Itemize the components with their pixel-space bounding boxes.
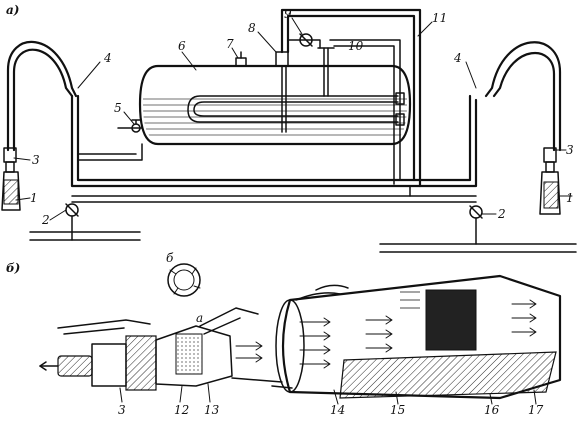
label-3-right: 3 xyxy=(566,143,574,157)
label-14: 14 xyxy=(330,403,345,417)
inlet-fitting xyxy=(39,319,157,391)
burner-tube xyxy=(275,274,562,400)
leader-lines-a xyxy=(13,17,573,221)
label-2-right: 2 xyxy=(497,207,506,221)
label-6: 6 xyxy=(178,39,186,53)
label-15: 15 xyxy=(390,403,405,417)
tank xyxy=(138,64,412,146)
right-valve-2 xyxy=(469,205,483,245)
label-9: 9 xyxy=(284,7,292,21)
nozzle-body: а xyxy=(155,307,263,387)
label-17: 17 xyxy=(528,403,544,417)
label-a-small: а xyxy=(196,311,203,325)
supply-lines xyxy=(70,94,478,203)
label-3-bottom: 3 xyxy=(118,403,126,417)
label-11: 11 xyxy=(432,11,447,25)
panel-a-label: а) xyxy=(6,3,19,17)
label-4-left: 4 xyxy=(103,51,112,65)
support-rods xyxy=(231,377,293,389)
label-5: 5 xyxy=(114,101,122,115)
label-8: 8 xyxy=(248,21,256,35)
right-ground-pipe xyxy=(379,243,577,253)
label-7: 7 xyxy=(226,37,234,51)
panel-a: а) xyxy=(1,3,577,253)
top-manifold xyxy=(280,8,422,188)
panel-b-label: б) xyxy=(6,261,20,275)
right-hose-loop xyxy=(484,41,562,152)
label-16: 16 xyxy=(484,403,500,417)
label-13: 13 xyxy=(204,403,220,417)
left-ground-pipe xyxy=(29,231,141,241)
label-1-right: 1 xyxy=(566,191,574,205)
left-hose-loop xyxy=(6,40,78,152)
left-valve-2 xyxy=(65,203,79,241)
label-2-left: 2 xyxy=(41,213,50,227)
label-3-left: 3 xyxy=(32,153,40,167)
label-4-right: 4 xyxy=(453,51,462,65)
label-12: 12 xyxy=(174,403,189,417)
drain-valve xyxy=(117,119,143,133)
label-10: 10 xyxy=(348,39,364,53)
right-nozzle xyxy=(539,147,561,215)
label-b-small: б xyxy=(166,251,174,265)
ring-section-inset: б xyxy=(166,251,201,297)
leader-lines-b xyxy=(119,383,537,405)
flow-arrows xyxy=(299,299,537,369)
label-1-left: 1 xyxy=(30,191,38,205)
left-nozzle xyxy=(1,147,21,211)
panel-b: б) б а xyxy=(6,251,562,417)
